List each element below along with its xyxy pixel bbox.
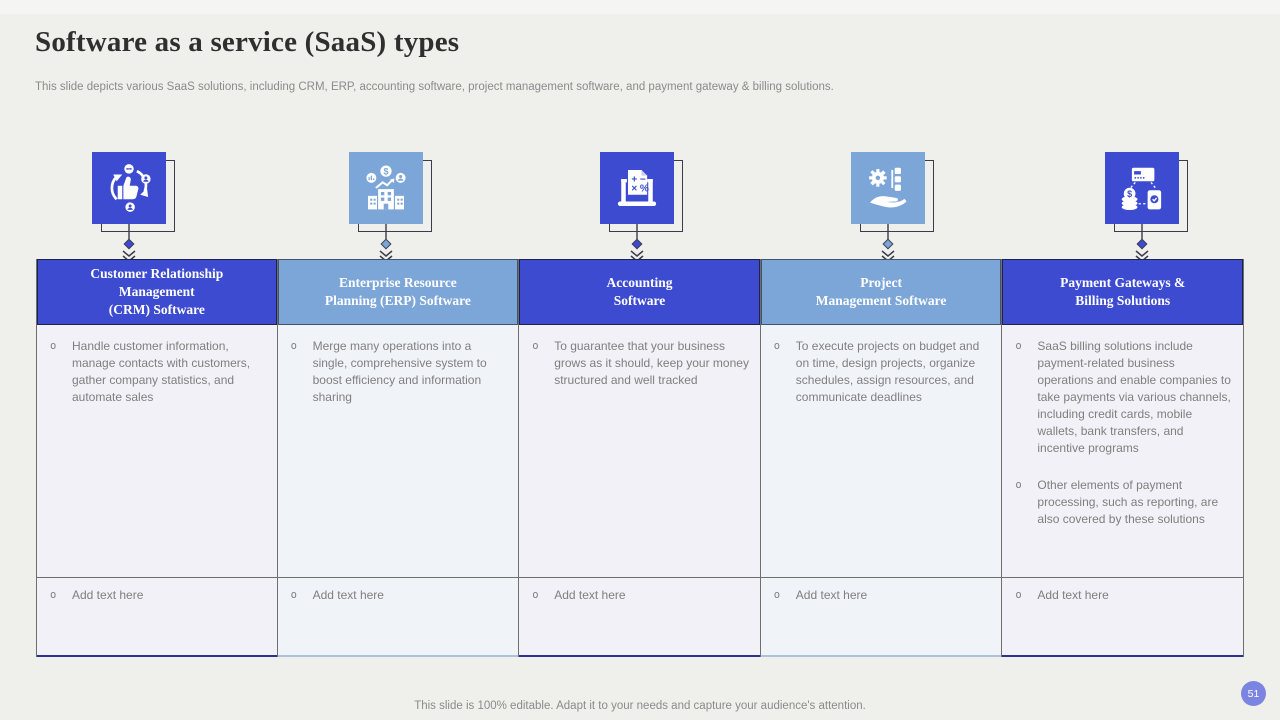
bullet-item: o Handle customer information, manage co… [50, 338, 267, 406]
svg-text:$: $ [1127, 189, 1132, 199]
bullet-text: Merge many operations into a single, com… [312, 339, 487, 404]
column-erp: Enterprise Resource Planning (ERP) Softw… [277, 259, 520, 657]
column-header-payment: Payment Gateways & Billing Solutions [1002, 259, 1243, 325]
down-arrow-connector [1135, 224, 1149, 262]
erp-building-icon: $ [366, 165, 406, 210]
add-text-cell-payment[interactable]: o Add text here [1002, 577, 1243, 657]
svg-text:×: × [631, 183, 637, 194]
down-arrow-connector [630, 224, 644, 262]
bullet-marker: o [773, 340, 781, 352]
column-body-project-management: o To execute projects on budget and on t… [760, 325, 1002, 577]
bullet-text: Handle customer information, manage cont… [72, 339, 251, 404]
column-project-management: Project Management Software o To execute… [760, 259, 1003, 657]
add-text-cell-erp[interactable]: o Add text here [277, 577, 519, 657]
add-text-cell-crm[interactable]: o Add text here [37, 577, 277, 657]
svg-text:$: $ [383, 167, 388, 177]
slide-footer-note: This slide is 100% editable. Adapt it to… [414, 700, 866, 712]
bullet-marker: o [532, 589, 539, 601]
column-header-erp: Enterprise Resource Planning (ERP) Softw… [277, 259, 519, 325]
add-text-placeholder[interactable]: Add text here [72, 588, 144, 602]
accounting-icon-tile: +− ×% [600, 152, 674, 224]
erp-icon-group: $ [349, 152, 443, 262]
slide-subtitle: This slide depicts various SaaS solution… [35, 81, 834, 93]
bullet-text: Other elements of payment processing, su… [1037, 478, 1219, 526]
add-text-cell-project-management[interactable]: o Add text here [760, 577, 1002, 657]
page-number-badge: 51 [1241, 681, 1266, 706]
add-text-placeholder[interactable]: Add text here [554, 588, 626, 602]
bullet-item: o Add text here [1015, 587, 1233, 604]
bullet-text: To guarantee that your business grows as… [554, 339, 749, 387]
bullet-marker: o [773, 589, 781, 601]
column-body-crm: o Handle customer information, manage co… [37, 325, 277, 577]
svg-text:+: + [631, 174, 637, 185]
crm-icon-tile [92, 152, 166, 224]
accounting-icon-group: +− ×% [600, 152, 694, 262]
bullet-marker: o [290, 589, 297, 601]
down-arrow-connector [122, 224, 136, 262]
bullet-item: o To guarantee that your business grows … [532, 338, 750, 389]
payment-gateway-icon: $ [1121, 167, 1162, 211]
column-body-erp: o Merge many operations into a single, c… [277, 325, 519, 577]
bullet-item: o Merge many operations into a single, c… [291, 338, 509, 406]
add-text-placeholder[interactable]: Add text here [312, 588, 384, 602]
erp-icon-tile: $ [349, 152, 423, 224]
column-body-accounting: o To guarantee that your business grows … [519, 325, 760, 577]
crm-icon-group [92, 152, 186, 262]
column-body-payment: o SaaS billing solutions include payment… [1002, 325, 1243, 577]
bullet-item: o SaaS billing solutions include payment… [1015, 338, 1233, 457]
add-text-placeholder[interactable]: Add text here [795, 588, 868, 602]
bullet-marker: o [290, 340, 297, 352]
bullet-item: o To execute projects on budget and on t… [774, 338, 992, 406]
column-payment: Payment Gateways & Billing Solutions o S… [1002, 259, 1244, 657]
svg-text:%: % [640, 183, 649, 194]
bullet-item: o Add text here [532, 587, 750, 604]
svg-text:−: − [640, 174, 646, 185]
saas-types-table: Customer Relationship Management (CRM) S… [36, 259, 1244, 657]
down-arrow-connector [379, 224, 393, 262]
bullet-item: o Add text here [774, 587, 992, 604]
column-header-accounting: Accounting Software [519, 259, 760, 325]
bullet-marker: o [50, 589, 57, 601]
column-crm: Customer Relationship Management (CRM) S… [36, 259, 278, 657]
payment-icon-group: $ [1105, 152, 1199, 262]
bullet-marker: o [1015, 589, 1022, 601]
add-text-cell-accounting[interactable]: o Add text here [519, 577, 760, 657]
crm-cycle-icon [110, 164, 151, 212]
bullet-marker: o [1015, 479, 1022, 491]
column-header-crm: Customer Relationship Management (CRM) S… [37, 259, 277, 325]
column-header-project-management: Project Management Software [760, 259, 1002, 325]
column-accounting: Accounting Software o To guarantee that … [519, 259, 761, 657]
page-title: Software as a service (SaaS) types [35, 26, 460, 58]
down-arrow-connector [881, 224, 895, 262]
bullet-text: SaaS billing solutions include payment-r… [1037, 339, 1231, 455]
bullet-text: To execute projects on budget and on tim… [795, 339, 980, 404]
add-text-placeholder[interactable]: Add text here [1037, 588, 1109, 602]
bullet-item: o Other elements of payment processing, … [1015, 477, 1233, 528]
project-gear-hand-icon [869, 167, 907, 208]
bullet-item: o Add text here [50, 587, 267, 604]
bullet-marker: o [50, 340, 57, 352]
project-management-icon-group [851, 152, 945, 262]
payment-icon-tile: $ [1105, 152, 1179, 224]
bullet-marker: o [1015, 340, 1022, 352]
project-management-icon-tile [851, 152, 925, 224]
bullet-item: o Add text here [291, 587, 509, 604]
accounting-calculator-icon: +− ×% [617, 170, 657, 206]
bullet-marker: o [532, 340, 539, 352]
